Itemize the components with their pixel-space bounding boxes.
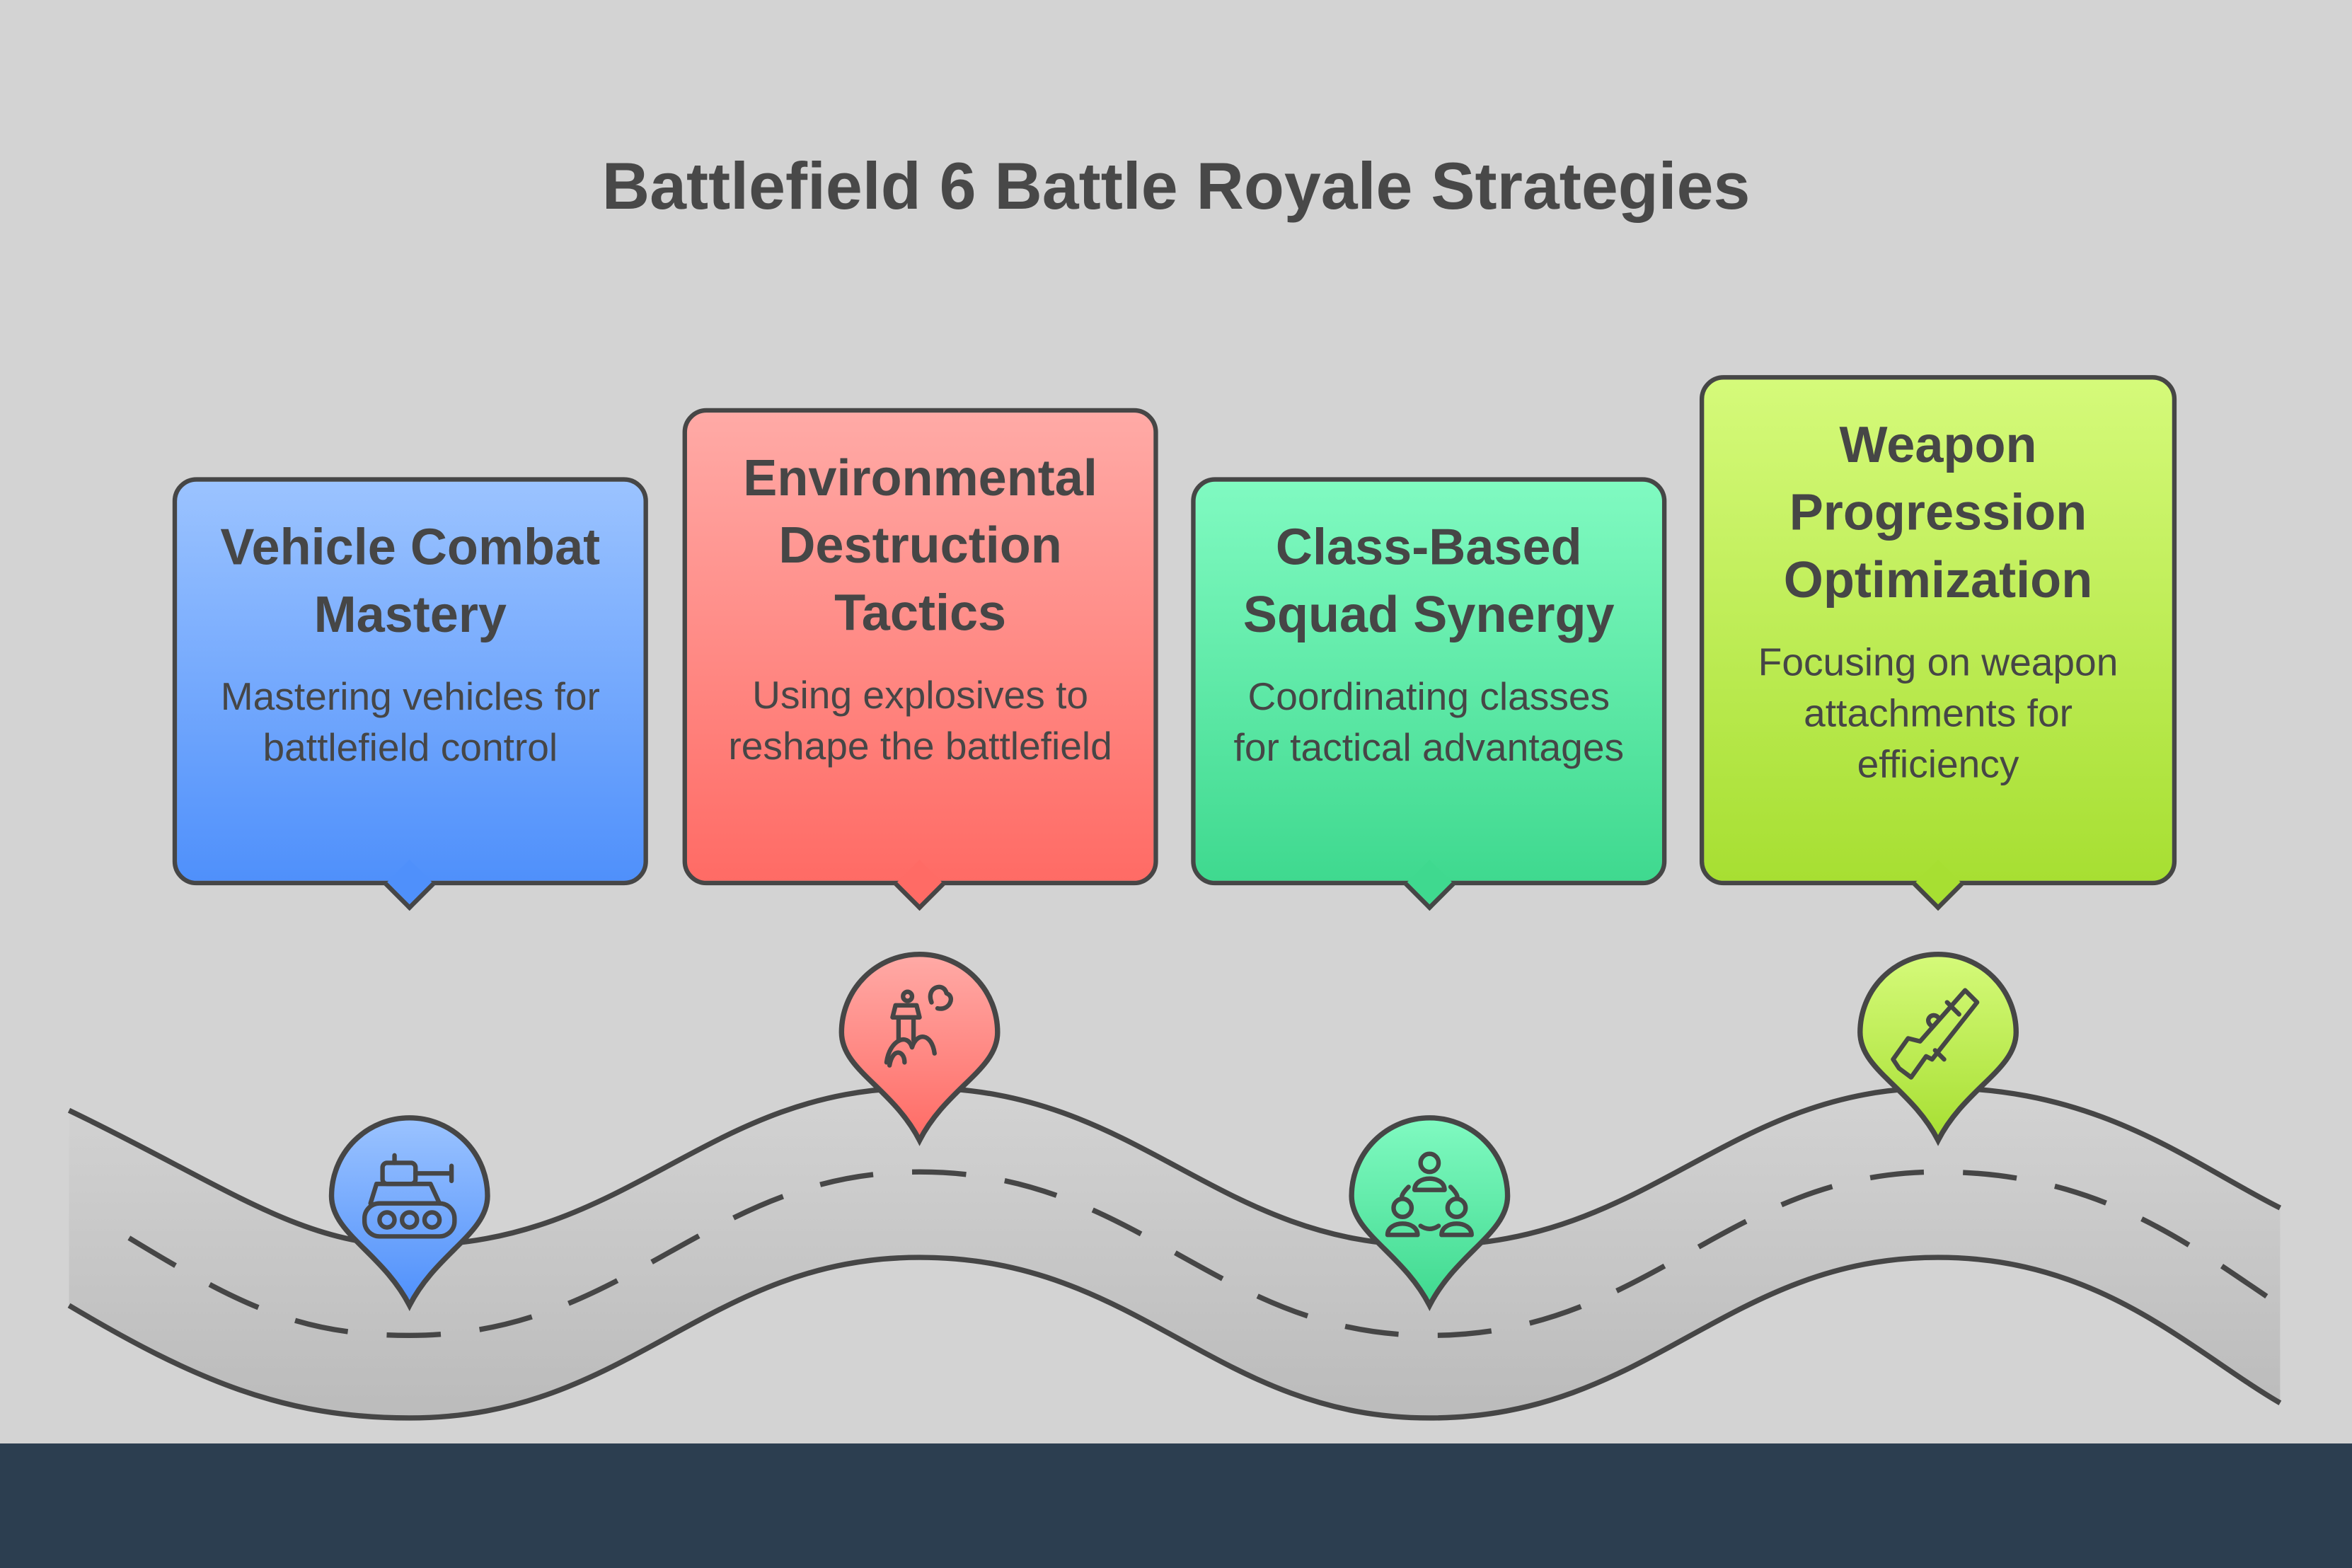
card-title: Class-Based Squad Synergy [1243, 519, 1615, 644]
card-title: Weapon Progression Optimization [1783, 417, 2093, 609]
map-pin-2 [838, 951, 1001, 1146]
map-pin-3 [1349, 1115, 1511, 1312]
squad-icon [1385, 1151, 1474, 1238]
map-pin-1 [328, 1115, 490, 1312]
card-description: Using explosives to reshape the battlefi… [728, 672, 1112, 768]
footer-bar [0, 1443, 2352, 1568]
card-description: Coordinating classes for tactical advant… [1233, 674, 1625, 770]
explosion-icon [884, 984, 953, 1068]
card-title: Vehicle Combat Mastery [220, 519, 601, 644]
road-edge-bottom [67, 1255, 2282, 1421]
rifle-icon [1891, 988, 1980, 1080]
tank-icon [362, 1153, 457, 1239]
road-surface [69, 1088, 2281, 1418]
card-title: Environmental Destruction Tactics [743, 450, 1097, 642]
card-description: Focusing on weapon attachments for effic… [1758, 639, 2118, 787]
page-title: Battlefield 6 Battle Royale Strategies [601, 150, 1751, 224]
card-description: Mastering vehicles for battlefield contr… [220, 674, 600, 770]
map-pin-4 [1857, 951, 2019, 1146]
road-centerline [127, 1169, 2282, 1339]
